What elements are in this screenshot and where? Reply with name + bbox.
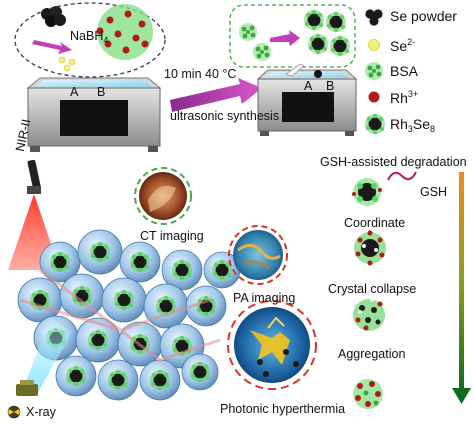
legend-se2-label: Se2- <box>390 37 416 54</box>
embedded-nanoparticle <box>172 259 192 281</box>
legend-rh3-label: Rh3+ <box>390 89 419 106</box>
ct-imaging-circle <box>134 167 192 225</box>
legend-se-powder-icon <box>365 9 383 26</box>
embedded-nanoparticle <box>150 369 170 391</box>
gsh-label: GSH <box>420 185 448 199</box>
xray-source <box>7 318 72 419</box>
bsa-rh-cluster <box>96 4 153 60</box>
degradation-stage-4 <box>353 379 383 409</box>
degradation-stage-1 <box>352 171 417 206</box>
legend-product-label: Rh3Se8 <box>390 116 436 134</box>
degradation-stage-2 <box>354 230 386 266</box>
method-label: ultrasonic synthesis <box>170 109 280 123</box>
bath-2-label-a: A <box>304 79 313 93</box>
synthesis-arrow <box>170 78 262 112</box>
tumor-cluster <box>17 229 241 401</box>
photonic-hyperthermia-label: Photonic hyperthermia <box>220 402 346 416</box>
product-bubble <box>229 4 356 68</box>
pa-imaging-circle <box>228 225 288 285</box>
ct-imaging-label: CT imaging <box>140 229 204 243</box>
legend-se2-icon <box>368 39 380 51</box>
legend-rh3-icon <box>368 91 380 103</box>
legend-bsa-icon <box>365 62 383 80</box>
pa-imaging-label: PA imaging <box>233 291 296 305</box>
degradation-arrow-head <box>452 388 471 404</box>
legend-bsa-label: BSA <box>390 63 419 79</box>
legend-se-powder-label: Se powder <box>390 8 457 24</box>
bath-1-panel <box>60 100 128 136</box>
gsh-strand-icon <box>387 171 417 181</box>
se-powder-cluster <box>41 6 66 27</box>
embedded-nanoparticle <box>190 361 210 383</box>
bath-2-label-b: B <box>326 79 335 93</box>
legend-icons <box>365 9 385 135</box>
photonic-hyperthermia-circle <box>227 300 317 390</box>
bath-label-b: B <box>97 85 106 99</box>
xray-label: X-ray <box>26 405 56 419</box>
embedded-nanoparticle <box>90 241 110 263</box>
degradation-column <box>352 171 471 409</box>
step-crystal-collapse-label: Crystal collapse <box>328 282 417 296</box>
embedded-nanoparticle <box>88 329 108 351</box>
reagent-label: NaBH4 <box>70 29 109 45</box>
embedded-nanoparticle <box>66 365 86 387</box>
bath-label-a: A <box>70 85 79 99</box>
degradation-title: GSH-assisted degradation <box>320 155 467 169</box>
reagent-arrow <box>32 40 72 54</box>
embedded-nanoparticle <box>108 369 128 391</box>
blood-vessel <box>19 268 221 362</box>
embedded-nanoparticle <box>196 295 216 317</box>
embedded-nanoparticle <box>212 259 232 281</box>
embedded-nanoparticle <box>130 251 150 273</box>
xray-beam <box>22 318 72 396</box>
legend-product-icon <box>365 113 385 135</box>
ultrasonic-bath-2 <box>256 63 358 136</box>
step-aggregation-label: Aggregation <box>338 347 406 361</box>
condition-label: 10 min 40 °C <box>164 67 237 81</box>
embedded-nanoparticle <box>114 289 134 311</box>
embedded-nanoparticle <box>50 251 70 273</box>
reagent-bubble-left <box>14 2 166 78</box>
step-coordinate-label: Coordinate <box>344 216 406 230</box>
ultrasonic-bath-1 <box>26 77 162 152</box>
degradation-gradient-arrow-shaft <box>459 172 464 390</box>
degradation-stage-3 <box>353 298 385 331</box>
